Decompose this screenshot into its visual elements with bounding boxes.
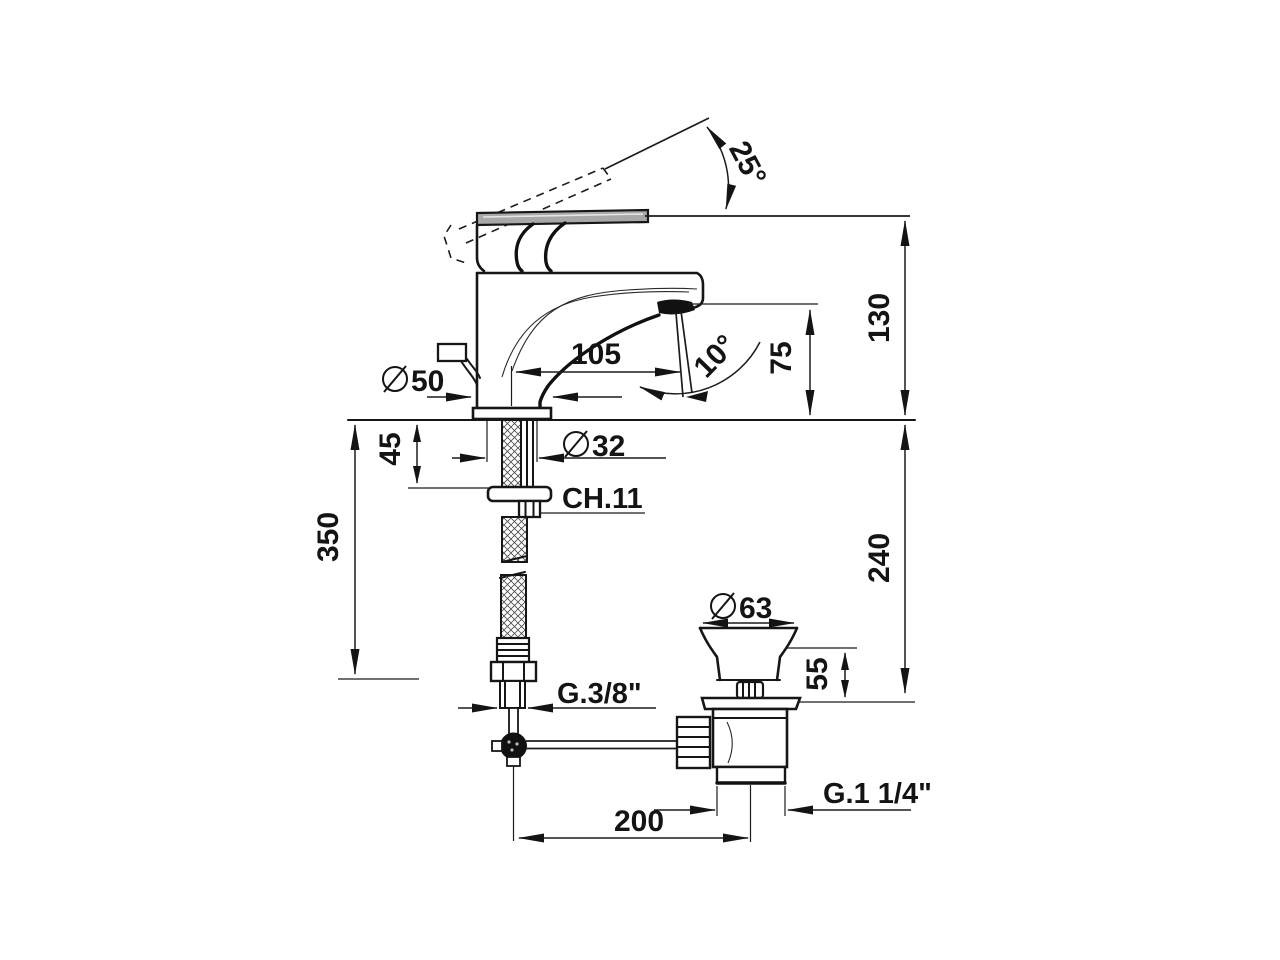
- label-75: 75: [765, 341, 798, 374]
- handle-angle-arc: [706, 126, 737, 210]
- label-water-angle: 10°: [688, 329, 743, 385]
- handle-raised-dashed: [443, 167, 612, 264]
- lock-nut: [486, 485, 553, 503]
- label-240: 240: [863, 533, 896, 583]
- popup-rod-linkage: [491, 732, 686, 841]
- dimension-lines: [350, 126, 911, 843]
- popup-waste-assembly: [675, 626, 802, 785]
- under-deck-assembly: [486, 419, 686, 841]
- label-dia-63: 63: [739, 592, 772, 625]
- label-dia-50: 50: [411, 365, 444, 398]
- label-130: 130: [863, 293, 896, 343]
- diameter-symbols: [382, 365, 736, 620]
- hex-fitting-ch11: [517, 499, 542, 519]
- flex-hose-lower: [500, 574, 527, 639]
- popup-knob: [436, 342, 481, 386]
- label-105: 105: [571, 338, 621, 371]
- water-stream-lines: [675, 310, 693, 398]
- label-g38: G.3/8": [557, 678, 642, 710]
- label-55: 55: [801, 657, 834, 690]
- base-plate: [471, 406, 553, 421]
- waste-flange: [700, 696, 802, 711]
- diameter-symbol-63: [710, 592, 736, 620]
- hose-end-nut: [489, 660, 538, 683]
- label-dia-32: 32: [592, 430, 625, 463]
- flex-hose-upper: [501, 516, 528, 563]
- supply-thread-g38: [499, 680, 526, 735]
- label-g114: G.1 1/4": [823, 778, 932, 810]
- label-handle-angle: 25°: [722, 136, 772, 192]
- diameter-symbol-50: [382, 365, 408, 393]
- diameter-symbol-32: [563, 430, 589, 458]
- waste-tailpiece: [715, 765, 787, 785]
- extension-lines: [338, 215, 916, 842]
- aerator: [657, 299, 695, 315]
- waste-knurled-knob: [735, 680, 765, 700]
- label-ch11: CH.11: [562, 483, 643, 515]
- water-angle-arc: [639, 341, 761, 401]
- faucet-body: [436, 117, 710, 421]
- label-350: 350: [312, 512, 345, 562]
- handle-angle-line: [604, 117, 710, 170]
- hose-crimp-collar: [495, 636, 531, 664]
- label-45: 45: [374, 432, 407, 465]
- dimension-labels: 25° 10° 130 75 240 350 45 55 105 200 50 …: [312, 136, 932, 838]
- handle-lever: [475, 208, 650, 273]
- rod-coupling-nut: [675, 715, 712, 770]
- water-angle-arrowhead: [686, 391, 708, 402]
- label-200: 200: [614, 805, 664, 838]
